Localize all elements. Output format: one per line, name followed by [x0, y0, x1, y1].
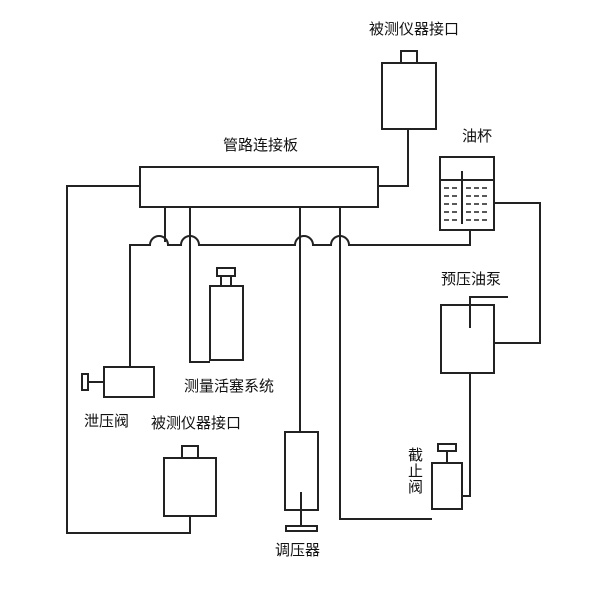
- label-gauge-port-bottom: 被测仪器接口: [151, 414, 242, 432]
- pipe-left-loop: [66, 185, 191, 534]
- label-measure-piston: 测量活塞系统: [184, 377, 275, 395]
- label-shutoff-valve: 截止阀: [406, 447, 424, 495]
- regulator-handle: [285, 525, 318, 532]
- shutoff-valve-knob: [437, 443, 457, 452]
- release-valve-knob: [81, 373, 89, 391]
- label-gauge-port-top: 被测仪器接口: [369, 20, 460, 38]
- pipe-cup-pump: [494, 202, 541, 344]
- pipe-shutoff: [339, 207, 432, 520]
- prepump-body: [440, 304, 495, 374]
- gauge-port-bottom-neck: [181, 445, 199, 459]
- pipe-pump-shutoff: [462, 373, 471, 497]
- gauge-port-bottom-box: [163, 457, 217, 517]
- label-release-valve: 泄压阀: [84, 412, 130, 430]
- gauge-port-top-box: [381, 62, 437, 130]
- label-manifold: 管路连接板: [223, 136, 299, 154]
- measure-piston-body: [209, 285, 244, 361]
- gauge-port-top-neck: [400, 50, 418, 64]
- label-oil-cup: 油杯: [462, 127, 493, 145]
- shutoff-valve-body: [431, 462, 463, 510]
- oil-cup-body: [439, 156, 495, 231]
- measure-piston-knob: [216, 267, 236, 277]
- prepump-handle: [469, 296, 508, 305]
- pipe-top-port: [378, 129, 409, 187]
- pipe-crossover: [129, 230, 471, 367]
- oil-hatch: [444, 187, 490, 221]
- pipe-piston: [189, 207, 210, 363]
- label-regulator: 调压器: [275, 541, 321, 559]
- measure-piston-stem: [220, 275, 232, 287]
- manifold-plate: [139, 166, 379, 208]
- label-prepump: 预压油泵: [441, 270, 502, 288]
- release-valve-body: [103, 366, 155, 398]
